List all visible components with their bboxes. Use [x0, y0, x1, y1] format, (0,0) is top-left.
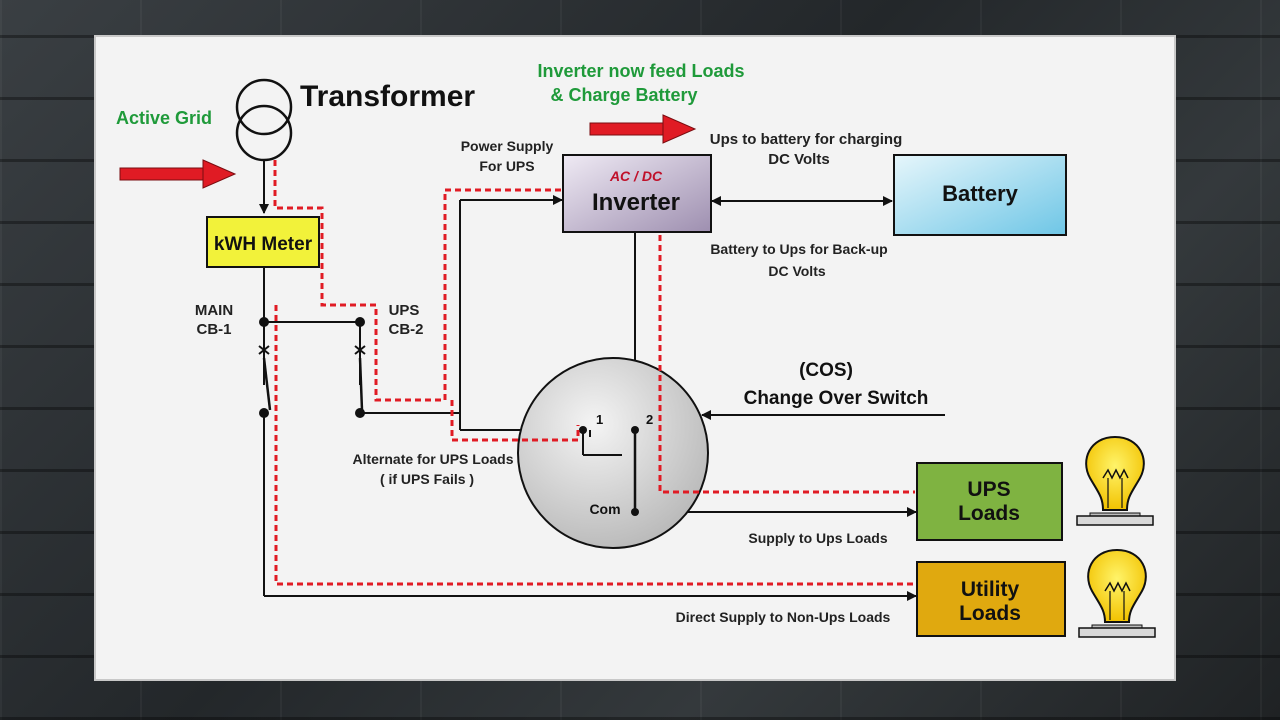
utility-loads-label-2: Loads	[959, 602, 1021, 625]
ups-cb-label-1: UPS	[389, 302, 420, 319]
battery-to-ups-label-1: Battery to Ups for Back-up	[710, 241, 887, 257]
ups-loads-label-1: UPS	[967, 478, 1010, 501]
utility-loads-label-1: Utility	[961, 578, 1020, 601]
alternate-label-2: ( if UPS Fails )	[380, 471, 474, 487]
utility-loads-box[interactable]	[916, 561, 1066, 637]
inverter-box[interactable]	[562, 154, 712, 233]
inverter-feed-arrow-icon	[589, 114, 697, 144]
bulb-icon	[1078, 548, 1156, 638]
cos-label-1: (COS)	[799, 360, 853, 381]
grid-input-arrow-icon	[119, 159, 237, 189]
main-cb-label-2: CB-1	[196, 321, 231, 338]
active-grid-label: Active Grid	[116, 108, 212, 128]
bulb-icon	[1076, 435, 1154, 526]
breakers	[258, 345, 366, 411]
ups-loads-box[interactable]	[916, 462, 1063, 541]
kwh-meter-box[interactable]	[206, 216, 320, 268]
supply-ups-loads-label: Supply to Ups Loads	[748, 530, 887, 546]
port-1-label: 1	[596, 412, 603, 427]
cos-label-2: Change Over Switch	[744, 388, 929, 409]
inverter-feed-label-2: & Charge Battery	[550, 85, 697, 105]
power-supply-label-2: For UPS	[479, 158, 534, 174]
direct-supply-label: Direct Supply to Non-Ups Loads	[676, 609, 891, 625]
ac-dc-label: AC / DC	[609, 168, 663, 184]
ups-to-battery-label-2: DC Volts	[768, 151, 829, 168]
kwh-meter-label: kWH Meter	[214, 234, 313, 255]
main-cb-label-1: MAIN	[195, 302, 233, 319]
port-2-label: 2	[646, 412, 653, 427]
inverter-feed-label-1: Inverter now feed Loads	[537, 61, 744, 81]
power-supply-label-1: Power Supply	[461, 138, 554, 154]
alternate-label-1: Alternate for UPS Loads	[352, 451, 513, 467]
change-over-switch[interactable]	[517, 357, 709, 549]
ups-to-battery-label-1: Ups to battery for charging	[710, 131, 903, 148]
junction-dots	[259, 317, 365, 418]
battery-box[interactable]	[893, 154, 1067, 236]
inverter-label: Inverter	[592, 189, 680, 216]
battery-to-ups-label-2: DC Volts	[768, 263, 826, 279]
port-com-label: Com	[589, 501, 620, 517]
transformer-icon	[235, 78, 293, 162]
ups-cb-label-2: CB-2	[388, 321, 423, 338]
ups-loads-label-2: Loads	[958, 502, 1020, 525]
transformer-label: Transformer	[300, 80, 475, 113]
battery-label: Battery	[942, 181, 1019, 206]
